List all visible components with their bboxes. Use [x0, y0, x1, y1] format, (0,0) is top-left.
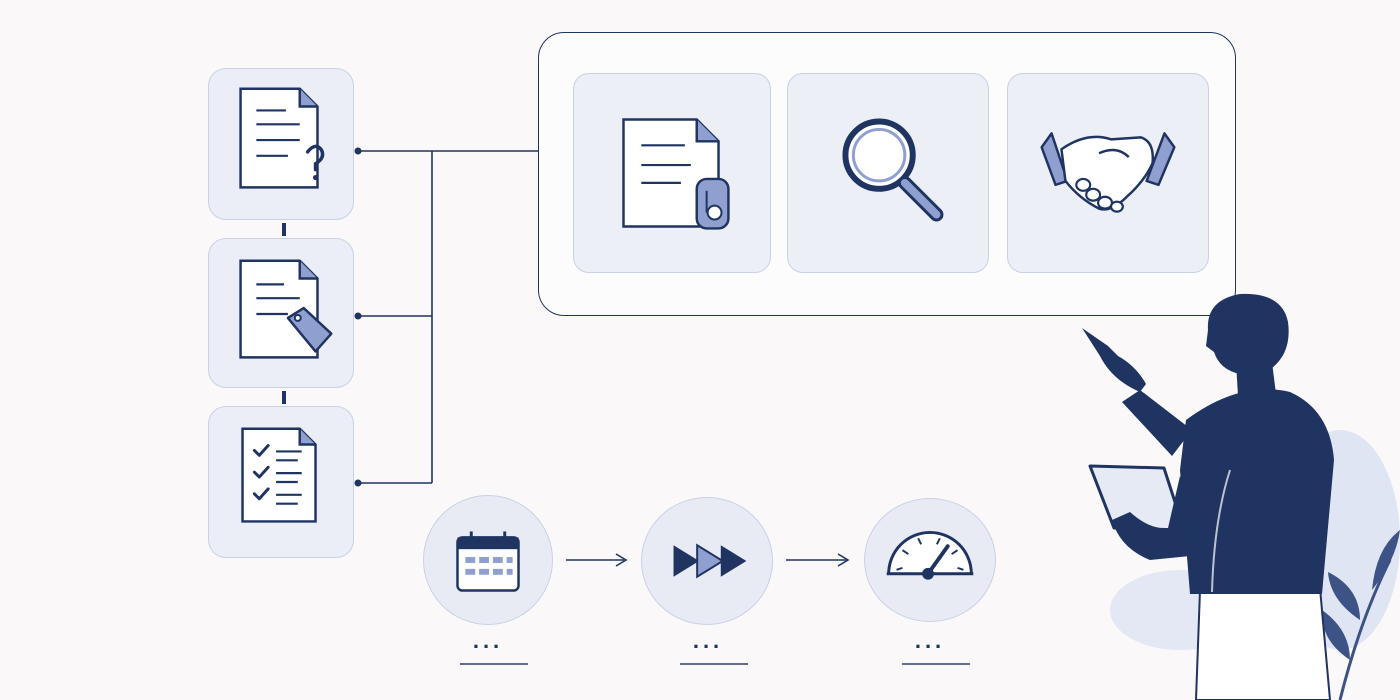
document-question-tile[interactable]: [208, 68, 354, 220]
document-tag-icon: [239, 259, 333, 359]
feature-panel: [538, 32, 1236, 316]
acceleration-step[interactable]: [641, 497, 773, 625]
fast-forward-icon: [673, 543, 747, 579]
agreement-card[interactable]: [1007, 73, 1209, 273]
plant-leaves-icon: [1321, 530, 1400, 700]
document-tag-tile[interactable]: [208, 238, 354, 388]
handshake-icon: [1040, 132, 1176, 213]
schedule-step-label: ...: [472, 628, 504, 653]
checklist-icon: [241, 427, 317, 523]
acceleration-step-label: ...: [692, 628, 724, 653]
acceleration-step-underline: [680, 663, 748, 665]
performance-step[interactable]: [864, 498, 996, 622]
speedometer-icon: [886, 531, 974, 580]
secure-document-card[interactable]: [573, 73, 771, 273]
document-lock-icon: [622, 118, 730, 230]
performance-step-underline: [902, 663, 970, 665]
checklist-tile[interactable]: [208, 406, 354, 558]
performance-step-label: ...: [914, 628, 946, 653]
magnifier-icon: [842, 118, 944, 222]
schedule-step-underline: [460, 663, 528, 665]
calendar-icon: [456, 531, 520, 592]
schedule-step[interactable]: [423, 495, 553, 625]
background-blob: [1280, 430, 1400, 650]
document-question-icon: [239, 87, 325, 189]
search-card[interactable]: [787, 73, 989, 273]
